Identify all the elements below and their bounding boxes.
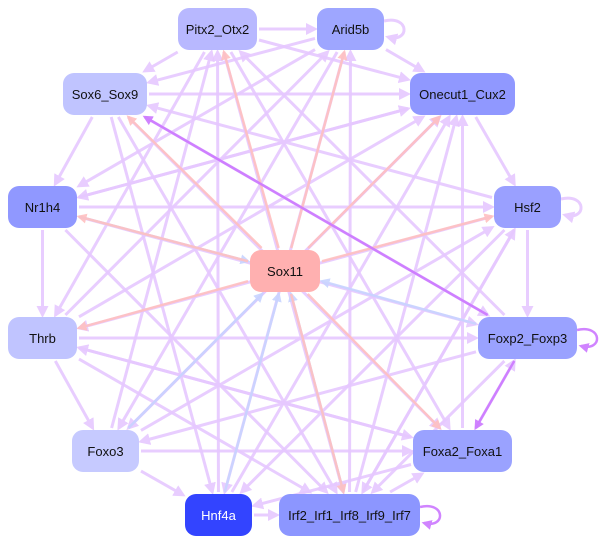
node-sox11[interactable]: Sox11 [250, 250, 320, 292]
node-irf2[interactable]: Irf2_Irf1_Irf8_Irf9_Irf7 [279, 494, 420, 536]
node-nr1h4[interactable]: Nr1h4 [8, 186, 77, 228]
edge-sox6-to-irf2 [117, 116, 338, 495]
edge-arid5b-to-arid5b [383, 18, 406, 46]
node-label: Onecut1_Cux2 [419, 86, 506, 102]
edge-hsf2-to-sox6 [146, 102, 493, 199]
edge-sox11-to-nr1h4 [76, 213, 249, 263]
node-sox6[interactable]: Sox6_Sox9 [63, 73, 147, 115]
node-foxa2[interactable]: Foxa2_Foxa1 [413, 430, 512, 472]
node-hnf4a[interactable]: Hnf4a [185, 494, 252, 536]
edge-irf2-to-hsf2 [361, 227, 516, 493]
edge-foxo3-to-hsf2 [140, 226, 495, 432]
edge-arid5b-to-onecut1 [385, 48, 426, 73]
node-label: Sox11 [267, 263, 303, 279]
node-label: Pitx2_Otx2 [185, 21, 250, 37]
node-label: Hsf2 [514, 199, 541, 215]
edge-foxp2-to-foxa2 [474, 360, 516, 431]
edge-pitx2-to-sox6 [142, 50, 179, 73]
edge-foxp2-to-sox6 [142, 115, 489, 317]
node-label: Arid5b [331, 21, 370, 37]
node-onecut1[interactable]: Onecut1_Cux2 [410, 73, 515, 115]
node-foxo3[interactable]: Foxo3 [72, 430, 139, 472]
edge-onecut1-to-hsf2 [474, 116, 516, 187]
edge-foxp2-to-foxp2 [576, 327, 599, 353]
edge-pitx2-to-foxa2 [229, 51, 451, 431]
edge-sox11-to-thrb [76, 280, 249, 331]
node-label: Foxa2_Foxa1 [422, 443, 503, 459]
edge-foxp2-to-foxo3 [138, 350, 477, 445]
edge-thrb-to-onecut1 [78, 115, 426, 319]
edge-thrb-to-foxa2 [78, 346, 414, 441]
edge-arid5b-to-foxo3 [117, 51, 339, 431]
edge-sox11-to-foxa2 [306, 293, 442, 430]
node-label: Sox6_Sox9 [71, 86, 139, 102]
edge-hsf2-to-hsf2 [560, 196, 583, 224]
edge-sox11-to-sox6 [126, 115, 263, 249]
edge-arid5b-to-sox6 [146, 36, 316, 86]
node-pitx2[interactable]: Pitx2_Otx2 [178, 8, 257, 50]
edge-foxo3-to-hnf4a [140, 469, 186, 497]
node-label: Thrb [29, 330, 56, 346]
edge-sox11-to-arid5b [290, 49, 348, 249]
edge-irf2-to-foxa2 [389, 472, 425, 494]
node-label: Foxo3 [87, 443, 124, 459]
edge-sox11-to-onecut1 [307, 115, 442, 249]
node-hsf2[interactable]: Hsf2 [494, 186, 561, 228]
node-foxp2[interactable]: Foxp2_Foxp3 [478, 317, 577, 359]
edge-sox6-to-nr1h4 [53, 116, 94, 187]
edge-sox11-to-pitx2 [221, 49, 280, 249]
node-thrb[interactable]: Thrb [8, 317, 77, 359]
node-label: Nr1h4 [24, 199, 61, 215]
edge-irf2-to-arid5b [344, 49, 357, 493]
edge-hnf4a-to-pitx2 [211, 49, 224, 493]
node-arid5b[interactable]: Arid5b [317, 8, 384, 50]
edge-foxp2-to-sox11 [319, 278, 477, 325]
edge-thrb-to-foxo3 [54, 360, 95, 431]
node-label: Hnf4a [201, 507, 236, 523]
edge-sox11-to-irf2 [289, 293, 347, 495]
node-label: Irf2_Irf1_Irf8_Irf9_Irf7 [288, 507, 411, 523]
edge-foxo3-to-pitx2 [110, 49, 215, 429]
edge-hnf4a-to-onecut1 [230, 114, 451, 493]
edge-irf2-to-irf2 [419, 504, 442, 530]
edge-hnf4a-to-sox11 [223, 291, 282, 493]
edge-onecut1-to-nr1h4 [76, 107, 409, 201]
edge-foxo3-to-sox11 [127, 292, 264, 429]
node-label: Foxp2_Foxp3 [487, 330, 568, 346]
edge-sox11-to-hsf2 [321, 213, 495, 263]
edge-arid5b-to-nr1h4 [76, 48, 316, 188]
